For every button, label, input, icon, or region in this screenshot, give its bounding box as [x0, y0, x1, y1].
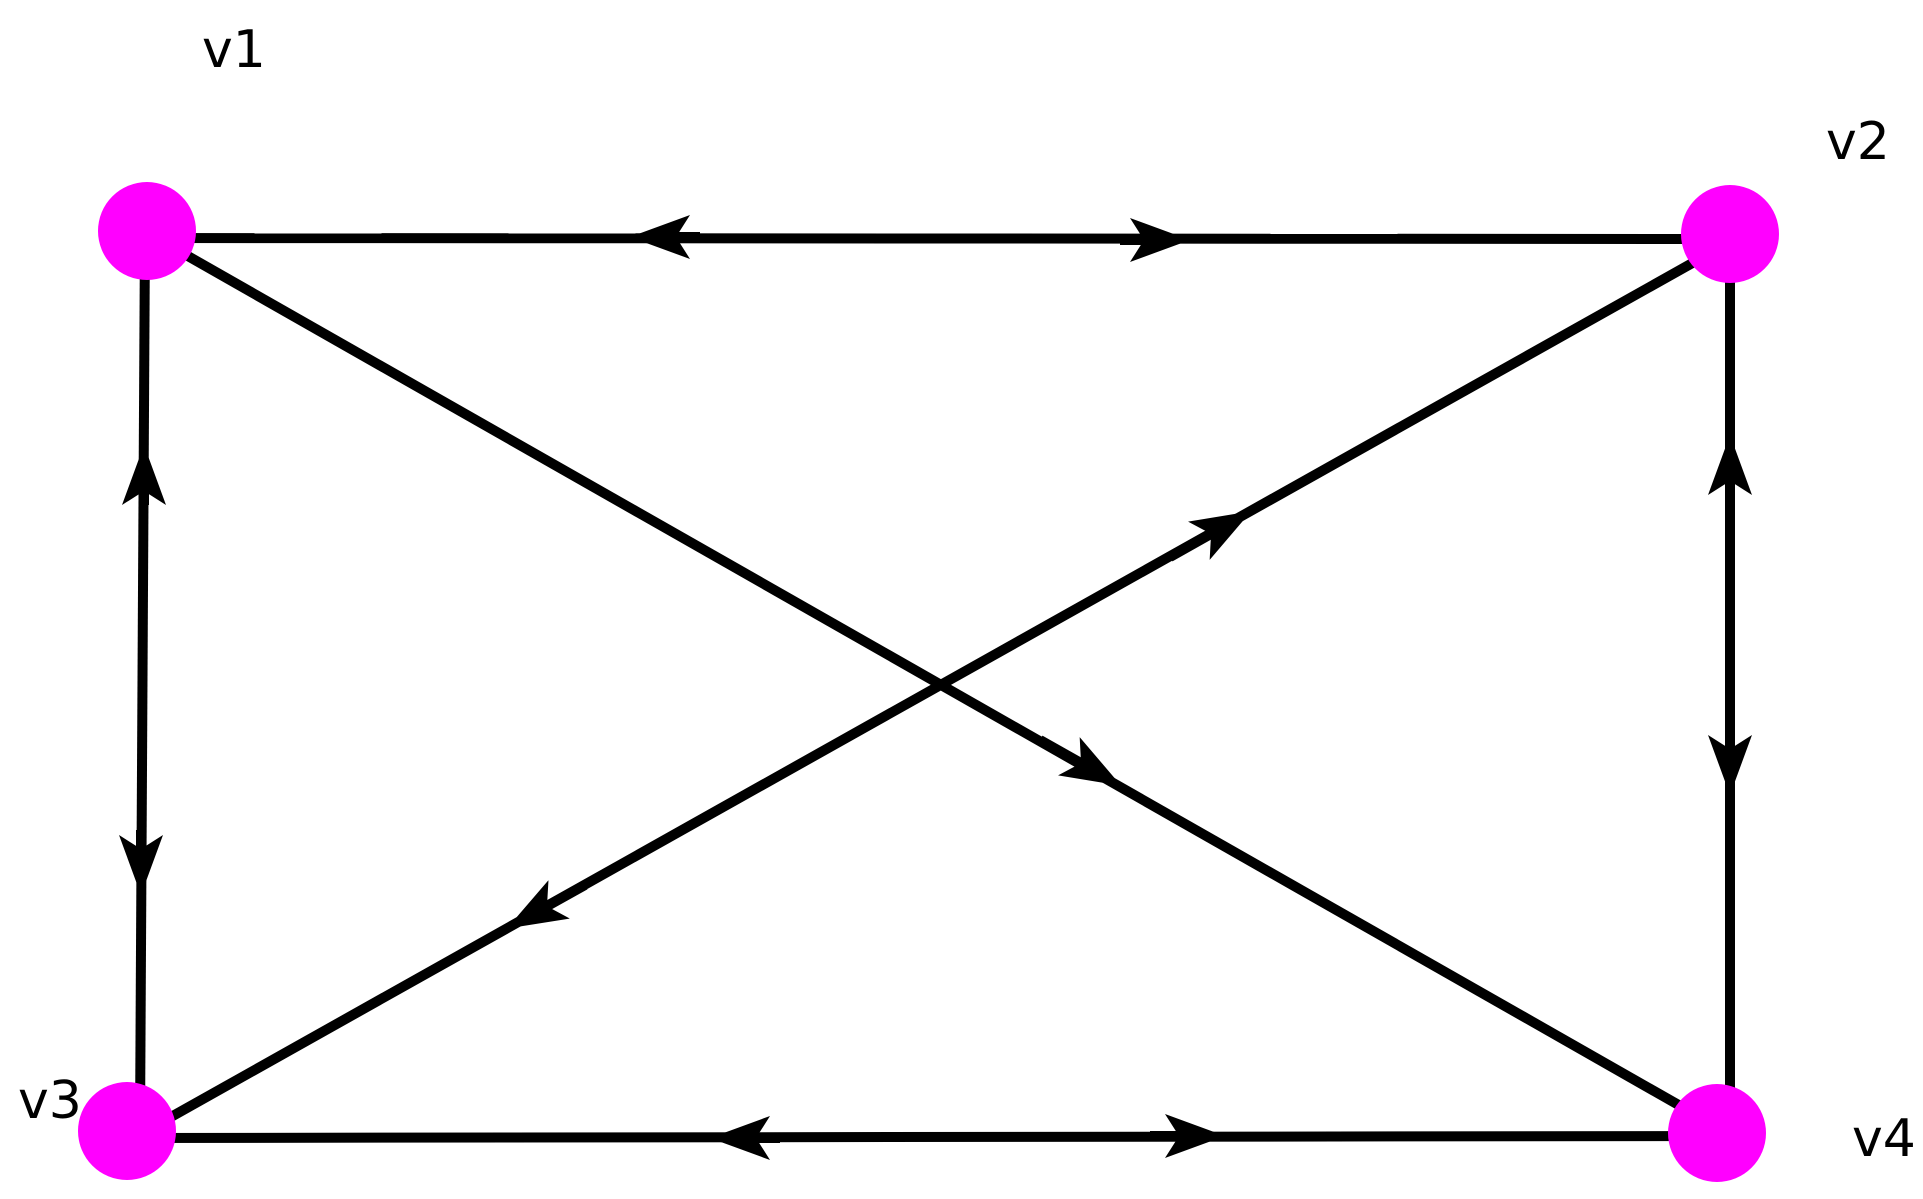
arrow-to-v2-diag: [1167, 511, 1252, 562]
label-v1: v1: [202, 20, 266, 80]
edge-v2-v3: [159, 247, 1715, 1127]
edge-v1-v2: [146, 215, 1731, 262]
label-v4: v4: [1852, 1109, 1916, 1169]
label-v3: v3: [18, 1071, 82, 1131]
label-v2: v2: [1826, 112, 1890, 172]
vertex-v2[interactable]: [1681, 185, 1779, 283]
edge-v3-v4: [129, 1114, 1721, 1160]
arrow-to-v4-diag: [1037, 735, 1122, 786]
vertex-v3[interactable]: [78, 1082, 176, 1180]
vertex-v1[interactable]: [98, 182, 196, 280]
arrow-to-v3-diag: [506, 880, 588, 929]
vertex-v4[interactable]: [1668, 1084, 1766, 1182]
edge-v1-v3: [119, 229, 166, 1129]
